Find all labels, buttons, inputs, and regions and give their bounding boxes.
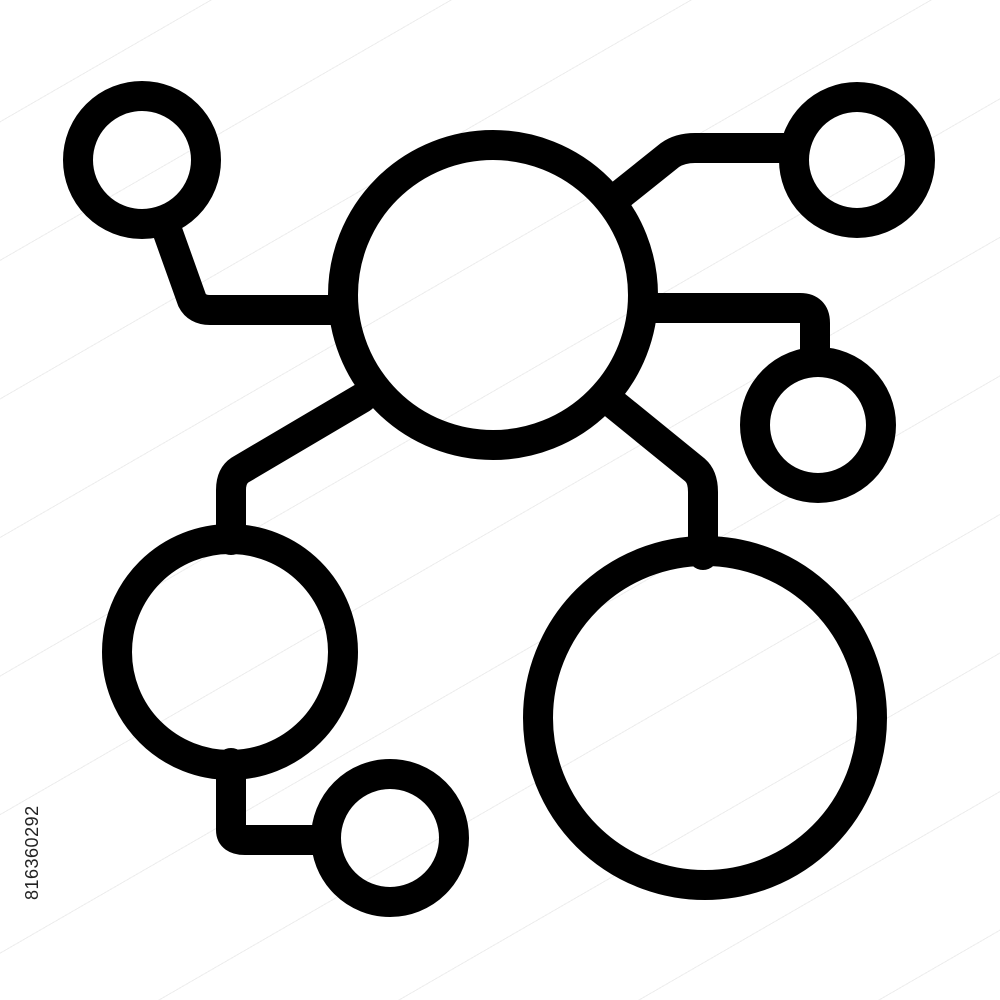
node-bottom-small [311, 759, 469, 917]
connector-bottom-left [216, 748, 340, 855]
icon-strokes [63, 81, 935, 917]
connector-top-right [605, 133, 810, 210]
node-center [328, 130, 658, 460]
node-left-middle [102, 524, 358, 780]
connector-right-down [600, 390, 718, 570]
node-right [740, 347, 896, 503]
connector-left-down [216, 383, 377, 555]
connector-top-left [152, 215, 358, 325]
stock-id-label: 816360292 [22, 805, 42, 900]
node-bottom-right-large [523, 536, 887, 900]
connector-right [628, 293, 830, 370]
node-top-right [779, 82, 935, 238]
node-top-left [63, 81, 221, 239]
